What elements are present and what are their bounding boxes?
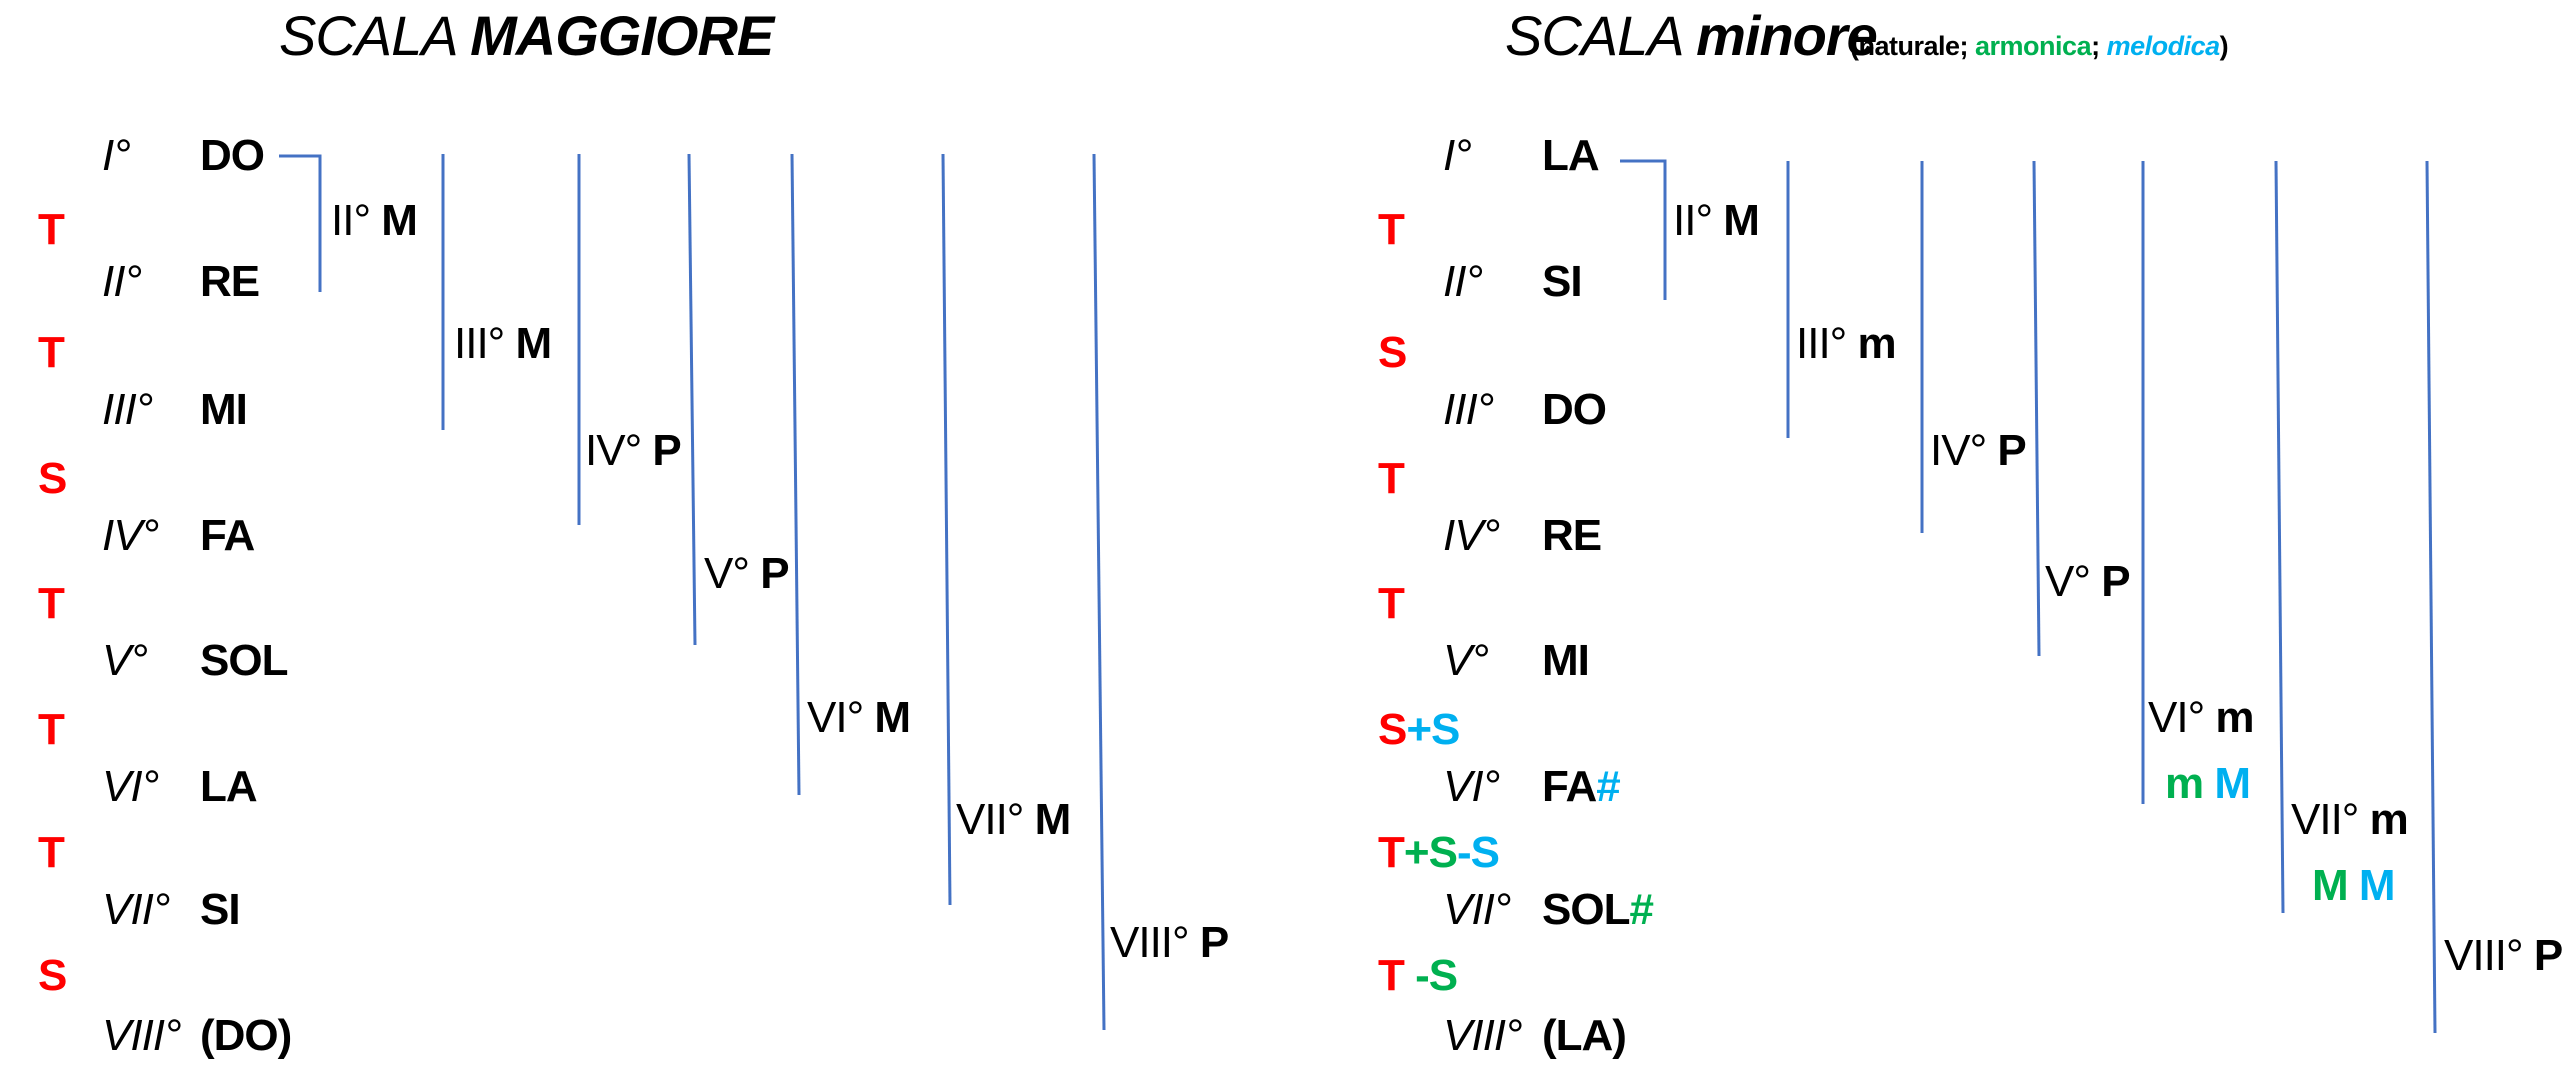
- major-degree: I°: [102, 131, 131, 180]
- major-step: T: [38, 579, 65, 628]
- major-note: (DO): [200, 1011, 292, 1060]
- minor-step: T+S-S: [1378, 828, 1500, 877]
- minor-vii-variants: M M: [2312, 861, 2396, 910]
- minor-interval-label: III° m: [1796, 319, 1897, 368]
- major-step: T: [38, 828, 65, 877]
- minor-degree: II°: [1443, 257, 1483, 306]
- major-line-vi: [790, 153, 801, 796]
- major-degree: VII°: [102, 885, 170, 934]
- minor-line-v: [2032, 160, 2041, 657]
- minor-interval-label: V° P: [2045, 557, 2131, 606]
- major-note: DO: [200, 131, 265, 180]
- major-line-v: [687, 153, 697, 646]
- major-degree: II°: [102, 257, 142, 306]
- minor-step: T -S: [1378, 951, 1458, 1000]
- minor-note: DO: [1542, 385, 1607, 434]
- major-bracket-line: [279, 154, 322, 292]
- minor-degree: V°: [1443, 636, 1489, 685]
- minor-bracket-line: [1620, 159, 1667, 300]
- minor-note: SI: [1542, 257, 1583, 306]
- minor-note: LA: [1542, 131, 1600, 180]
- minor-interval-label: VIII° P: [2444, 931, 2563, 980]
- major-step: S: [38, 951, 67, 1000]
- major-step: T: [38, 328, 65, 377]
- major-interval-label: VII° M: [956, 795, 1071, 844]
- minor-interval-label: II° M: [1673, 196, 1760, 245]
- major-note: RE: [200, 257, 260, 306]
- minor-step: S: [1378, 328, 1407, 377]
- major-title: SCALA MAGGIORE: [279, 4, 774, 67]
- minor-note: MI: [1542, 636, 1590, 685]
- minor-degree: IV°: [1443, 511, 1500, 560]
- minor-step: T: [1378, 205, 1405, 254]
- minor-note: (LA): [1542, 1011, 1627, 1060]
- major-line-vii: [941, 153, 952, 906]
- major-interval-label: V° P: [704, 549, 790, 598]
- major-line-viii: [1092, 153, 1106, 1031]
- major-degree: V°: [102, 636, 148, 685]
- major-note: MI: [200, 385, 248, 434]
- major-step: T: [38, 705, 65, 754]
- minor-degree: VIII°: [1443, 1011, 1523, 1060]
- minor-degree: III°: [1443, 385, 1494, 434]
- minor-line-viii: [2425, 160, 2437, 1034]
- major-note: SI: [200, 885, 241, 934]
- minor-degree: I°: [1443, 131, 1472, 180]
- minor-interval-label: IV° P: [1930, 426, 2027, 475]
- major-step: T: [38, 205, 65, 254]
- minor-step: S+S: [1378, 705, 1460, 754]
- minor-degree: VI°: [1443, 762, 1500, 811]
- minor-title: SCALA minore: [1505, 4, 1878, 67]
- major-interval-label: IV° P: [585, 426, 682, 475]
- minor-step: T: [1378, 454, 1405, 503]
- minor-interval-label: VI° m: [2148, 693, 2255, 742]
- major-note: SOL: [200, 636, 288, 685]
- minor-note: SOL#: [1542, 885, 1654, 934]
- major-degree: VIII°: [102, 1011, 182, 1060]
- minor-step: T: [1378, 579, 1405, 628]
- minor-note: FA#: [1542, 762, 1621, 811]
- major-interval-label: VIII° P: [1110, 918, 1229, 967]
- major-degree: IV°: [102, 511, 159, 560]
- minor-variants-legend: (naturale; armonica; melodica): [1850, 31, 2229, 61]
- minor-degree: VII°: [1443, 885, 1511, 934]
- major-note: FA: [200, 511, 255, 560]
- major-interval-label: VI° M: [807, 693, 911, 742]
- minor-note: RE: [1542, 511, 1602, 560]
- minor-interval-label: VII° m: [2291, 795, 2409, 844]
- major-degree: VI°: [102, 762, 159, 811]
- major-interval-label: II° M: [331, 196, 418, 245]
- minor-vi-variants: m M: [2165, 759, 2251, 808]
- major-interval-label: III° M: [454, 319, 552, 368]
- major-step: S: [38, 454, 67, 503]
- minor-line-vii: [2274, 160, 2285, 914]
- major-note: LA: [200, 762, 258, 811]
- major-degree: III°: [102, 385, 153, 434]
